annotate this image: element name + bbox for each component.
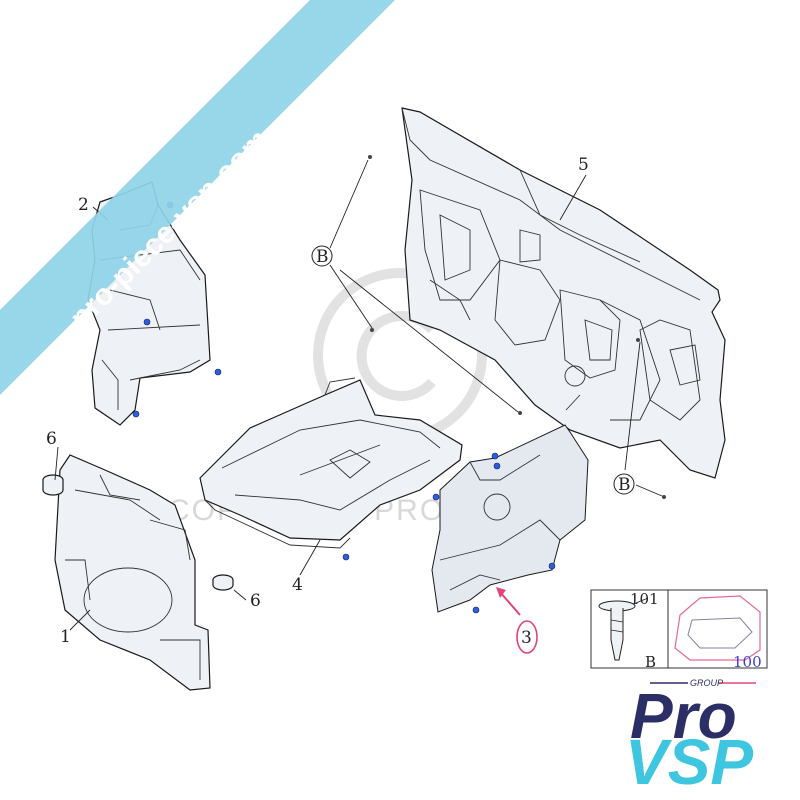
part-6-plug-upper (42, 474, 64, 496)
callout-1: 1 (60, 627, 71, 647)
part-4-floor-mat (199, 377, 463, 549)
logo-vsp-text: VSP (625, 726, 753, 798)
leader-lines (54, 159, 663, 631)
callout-3: 3 (521, 628, 532, 648)
highlight-arrow (496, 587, 538, 654)
part-5-bulkhead-insulation (401, 107, 726, 479)
callout-b-left-label: B (316, 247, 329, 267)
callout-6-upper: 6 (46, 429, 57, 449)
fastener-inset: 101 B 100 (590, 589, 768, 671)
inset-ref-b: B (645, 653, 656, 671)
logo-group-text: GROUP (690, 678, 723, 688)
pro-vsp-logo: GROUP Pro VSP (625, 678, 756, 798)
callout-6-lower: 6 (250, 591, 261, 611)
callout-b-right-label: B (618, 475, 631, 495)
push-pin-fastener-icon (598, 600, 636, 661)
callout-b-right: B (613, 473, 635, 495)
inset-ref-100: 100 (733, 653, 762, 671)
callout-4: 4 (292, 575, 303, 595)
callout-5: 5 (578, 155, 589, 175)
car-sketch-icon (674, 595, 761, 661)
part-1-side-insulation (54, 454, 211, 691)
fastener-clips (132, 155, 666, 614)
callout-b-left: B (311, 245, 333, 267)
logo-pro-text: Pro (630, 680, 737, 752)
part-6-plug-lower (212, 574, 234, 591)
inset-ref-101: 101 (630, 590, 659, 608)
callout-2: 2 (78, 195, 89, 215)
